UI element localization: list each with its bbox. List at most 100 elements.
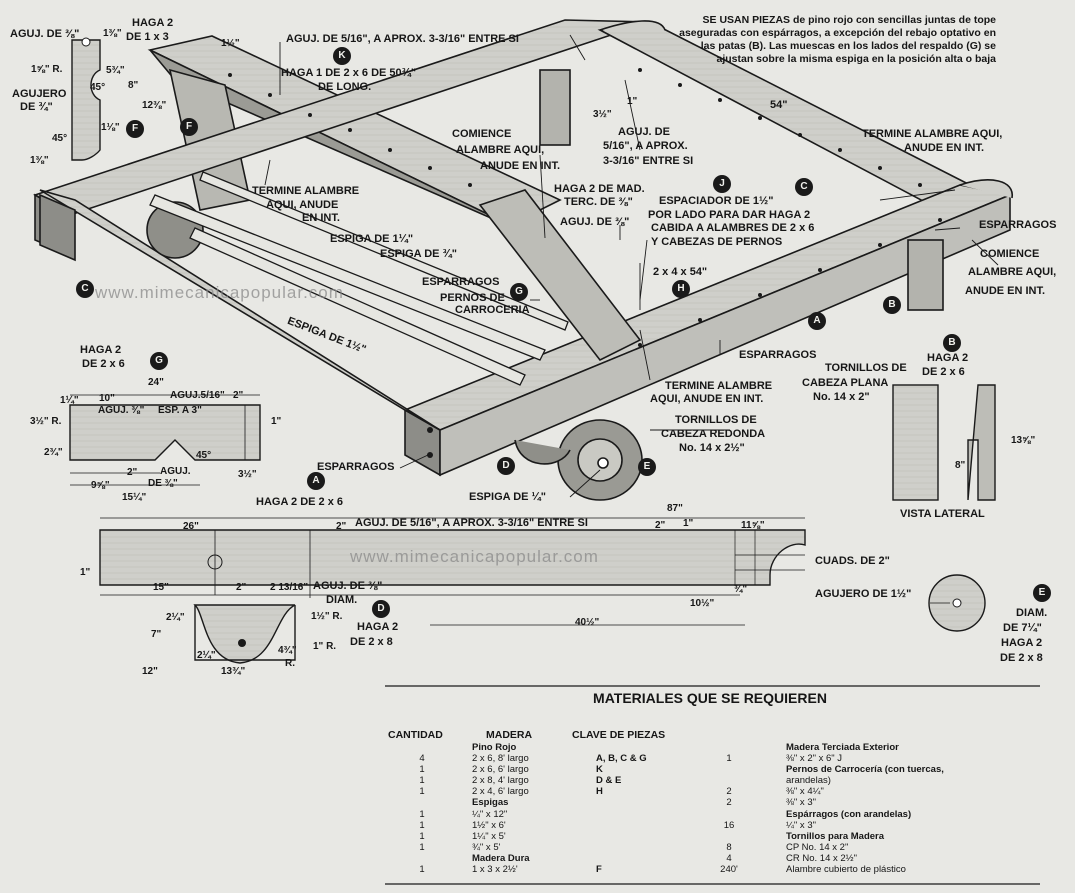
g-d958: 9⅝" <box>91 480 110 491</box>
main-comience-r2: ALAMBRE AQUI, <box>968 266 1057 278</box>
label-c-left: C <box>76 280 94 298</box>
materials-left-clave-cell-3: D & E <box>596 775 622 787</box>
materials-left-qty-cell-0 <box>412 742 432 753</box>
label-h: H <box>672 280 690 298</box>
materials-left-qty-cell-11: 1 <box>419 864 425 876</box>
label-a-detail: A <box>307 472 325 490</box>
main-haga-k-2: DE LONG. <box>318 81 372 93</box>
materials-header-clave: CLAVE DE PIEZAS <box>572 729 666 741</box>
f-d4: 8" <box>128 80 139 91</box>
main-tornillos-rd-1: TORNILLOS DE <box>675 414 757 426</box>
detail-b-side <box>967 384 996 501</box>
g-d2b: 2" <box>127 467 138 478</box>
f-angle2: 45° <box>52 133 68 144</box>
main-aguj-3-8: AGUJ. DE ⅜" <box>560 216 630 228</box>
main-comience-r1: COMIENCE <box>980 248 1040 260</box>
g-aguj-b1: AGUJ. <box>160 466 191 477</box>
d-de: DE 2 x 8 <box>350 636 393 648</box>
leg-b-right <box>907 239 944 311</box>
label-d: D <box>497 457 515 475</box>
main-aguj-side-3: 3-3/16" ENTRE SI <box>603 155 694 167</box>
g-de: DE 2 x 6 <box>82 358 125 370</box>
main-haga-k-1: HAGA 1 DE 2 x 6 DE 50¾" <box>281 67 417 79</box>
main-espiga-3-4: ESPIGA DE ¾" <box>380 248 457 260</box>
a-haga: HAGA 2 DE 2 x 6 <box>256 496 344 508</box>
main-haga2mad-1: HAGA 2 DE MAD. <box>554 183 645 195</box>
materials-right-desc-cell-3: arandelas) <box>786 775 831 787</box>
label-c-right: C <box>795 178 813 196</box>
main-aguj-side-1: AGUJ. DE <box>618 126 670 138</box>
a-aguj: AGUJ. DE 5/16", A APROX. 3-3/16" ENTRE S… <box>355 517 588 529</box>
materials-left-madera-cell-3: 2 x 8, 4' largo <box>472 775 529 787</box>
f-d7: 1⅜" <box>30 155 49 166</box>
materials-left-clave-cell-9 <box>596 842 716 853</box>
materials-title: MATERIALES QUE SE REQUIEREN <box>593 690 827 706</box>
main-esparragos-2: ESPARRAGOS <box>422 276 500 288</box>
f-d6: 1⅛" <box>101 122 120 133</box>
materials-right-desc-cell-0: Madera Terciada Exterior <box>786 742 899 753</box>
e-agujero: AGUJERO DE 1½" <box>815 588 912 600</box>
materials-right-qty-cell-11: 240' <box>720 864 738 876</box>
main-espaciador-3: CABIDA A ALAMBRES DE 2 x 6 <box>651 222 815 234</box>
main-dim-1: 1" <box>627 96 638 107</box>
materials-left-madera-cell-4: 2 x 4, 6' largo <box>472 786 529 798</box>
e-haga: HAGA 2 <box>1001 637 1043 649</box>
f-angle1: 45° <box>90 82 106 93</box>
g-ang: 45° <box>196 450 212 461</box>
main-esparragos-3: ESPARRAGOS <box>739 349 817 361</box>
f-hole-b: DE ¾" <box>20 101 53 113</box>
d-d1r: 1" R. <box>313 641 337 652</box>
f-haga: HAGA 2 <box>132 17 174 29</box>
main-comience-2: ALAMBRE AQUI, <box>456 144 545 156</box>
a-cuads: CUADS. DE 2" <box>815 555 890 567</box>
g-d114: 1¼" <box>60 395 79 406</box>
b-d2: 8" <box>955 460 966 471</box>
materials-right-qty-cell-3 <box>708 775 750 786</box>
f-d1: 1⅜" <box>103 28 122 39</box>
label-g: G <box>510 283 528 301</box>
main-aguj-side-2: 5/16", A APROX. <box>603 140 688 152</box>
materials-right-qty-cell-10: 4 <box>726 852 732 864</box>
main-esparragos: ESPARRAGOS <box>979 219 1057 231</box>
materials-left-madera-cell-6: ¼" x 12" <box>472 808 508 820</box>
leg-b-back <box>539 69 571 146</box>
b-haga: HAGA 2 <box>927 352 969 364</box>
label-f-detail: F <box>126 120 144 138</box>
materials-right-desc-cell-2: Pernos de Carrocería (con tuercas, <box>786 764 944 776</box>
g-d1: 1" <box>271 416 282 427</box>
a-d26: 26" <box>183 521 199 532</box>
materials-left-madera-cell-9: ¾" x 5' <box>472 841 501 853</box>
materials-left-qty-cell-4: 1 <box>419 786 425 798</box>
label-e-detail: E <box>1033 584 1051 602</box>
d-haga: HAGA 2 <box>357 621 399 633</box>
materials-left-madera-cell-8: 1¼" x 5' <box>472 830 506 842</box>
f-title: AGUJ. DE ⅜" <box>10 28 80 40</box>
materials-right-qty-cell-7: 16 <box>723 819 735 831</box>
main-espaciador-4: Y CABEZAS DE PERNOS <box>651 236 783 248</box>
g-aguj38: AGUJ. ⅜" <box>98 405 145 416</box>
g-d234: 2¾" <box>44 447 63 458</box>
label-a: A <box>808 312 826 330</box>
main-espiga-1-25: ESPIGA DE 1¼" <box>330 233 414 245</box>
label-f: F <box>180 118 198 136</box>
main-dim-2x4: 2 x 4 x 54" <box>653 266 708 278</box>
f-d3: 5¾" <box>106 65 125 76</box>
a-aguj38-2: DIAM. <box>326 594 358 606</box>
materials-left-madera-cell-0: Pino Rojo <box>472 742 517 753</box>
main-haga2mad-2: TERC. DE ⅜" <box>564 196 633 208</box>
f-d2: 1⅝" R. <box>31 64 63 75</box>
b-d1: 13⅝" <box>1011 435 1036 446</box>
materials-right-qty-cell-2 <box>708 764 750 775</box>
materials-left-clave-cell-0 <box>596 742 716 753</box>
label-e: E <box>638 458 656 476</box>
materials-left-madera-cell-1: 2 x 6, 8' largo <box>472 753 529 765</box>
g-d10: 10" <box>99 393 115 404</box>
materials-right-desc-cell-10: CR No. 14 x 2½" <box>786 852 857 864</box>
label-g-detail: G <box>150 352 168 370</box>
detail-d-shape <box>193 604 296 664</box>
g-haga: HAGA 2 <box>80 344 122 356</box>
